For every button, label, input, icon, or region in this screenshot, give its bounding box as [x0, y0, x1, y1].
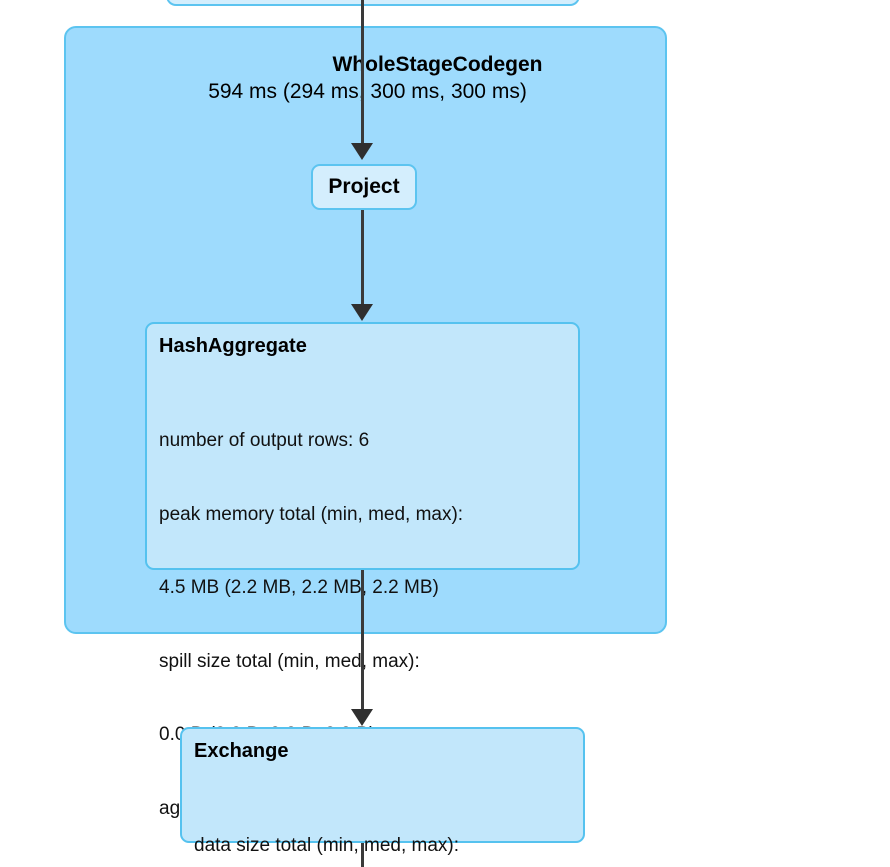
edge-hashaggregate-to-exchange — [361, 570, 364, 710]
edge-upstream-to-stage — [361, 0, 364, 26]
metric-line: peak memory total (min, med, max): — [159, 503, 464, 525]
metric-line: number of output rows: 6 — [159, 430, 370, 451]
clipped-upstream-node[interactable] — [166, 0, 580, 6]
exchange-title: Exchange — [194, 740, 289, 762]
arrowhead-to-hashaggregate — [351, 304, 373, 321]
exchange-content: Exchange data size total (min, med, max)… — [194, 739, 575, 867]
edge-project-to-hashaggregate — [361, 210, 364, 305]
arrowhead-to-project — [351, 143, 373, 160]
metric-line: spill size total (min, med, max): — [159, 650, 420, 672]
hashaggregate-title: HashAggregate — [159, 335, 307, 357]
exchange-node[interactable]: Exchange data size total (min, med, max)… — [180, 727, 585, 856]
project-node[interactable]: Project — [311, 164, 417, 210]
hashaggregate-node[interactable]: HashAggregate number of output rows: 6 p… — [145, 322, 580, 819]
exchange-metrics: data size total (min, med, max): 158.0 B… — [194, 785, 575, 867]
edge-exchange-downstream — [361, 843, 364, 867]
metric-line: 4.5 MB (2.2 MB, 2.2 MB, 2.2 MB) — [159, 577, 439, 598]
project-node-title: Project — [328, 175, 400, 198]
arrowhead-to-exchange — [351, 709, 373, 726]
metric-line: data size total (min, med, max): — [194, 835, 460, 856]
edge-stage-to-project — [361, 26, 364, 145]
